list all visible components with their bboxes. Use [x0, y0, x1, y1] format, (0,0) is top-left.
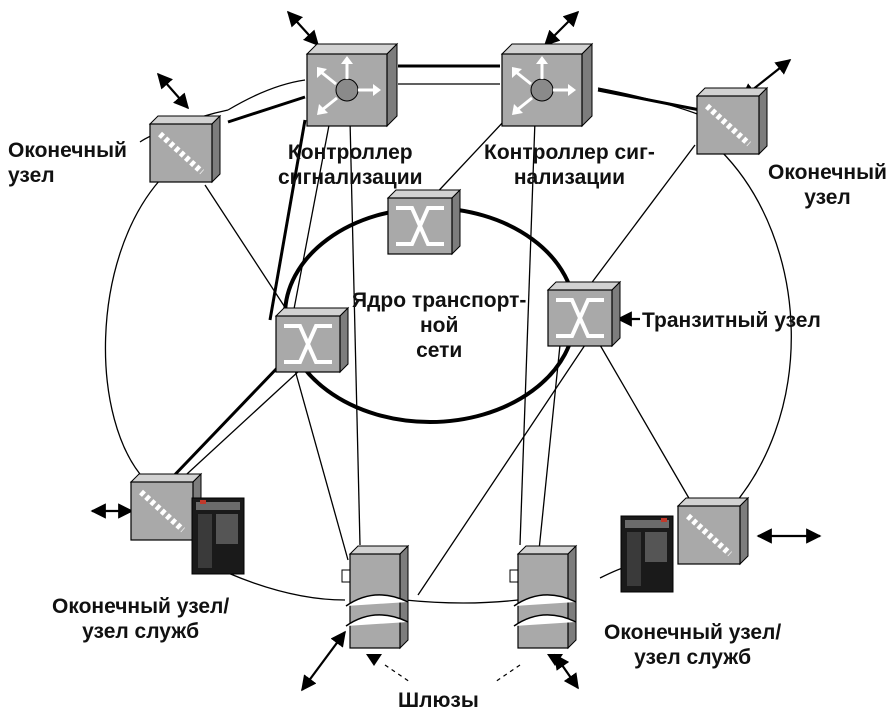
cross-connect-switch-icon — [386, 188, 462, 256]
end-node-icon — [129, 472, 203, 542]
server-rack-icon — [191, 497, 245, 575]
gateway-icon — [341, 544, 410, 650]
cross-connect-switch-icon — [274, 306, 350, 374]
label-line: узел — [8, 164, 55, 187]
label-line: Оконечный узел/ — [604, 621, 782, 644]
label-line: ной — [420, 314, 459, 337]
label-controller-right: Контроллер сиг- нализации — [484, 140, 655, 190]
label-transit-node: Транзитный узел — [642, 309, 821, 332]
server-rack-icon — [620, 515, 674, 593]
thick-links — [163, 119, 307, 487]
label-line: Ядро транспорт- — [352, 289, 527, 312]
label-line: узел — [804, 186, 851, 209]
label-line: Контроллер сиг- — [484, 141, 655, 164]
label-end-node-top-right: Оконечный узел — [768, 160, 887, 210]
label-line: узел служб — [634, 646, 752, 669]
gateway-icon — [509, 544, 578, 650]
label-end-service-right: Оконечный узел/ узел служб — [604, 620, 781, 670]
end-node-icon — [695, 86, 769, 156]
label-line: сети — [416, 339, 463, 362]
label-controller-left: Контроллер сигнализации — [278, 140, 423, 190]
cross-connect-switch-icon — [546, 280, 622, 348]
dashed-links — [384, 664, 521, 683]
router-icon — [305, 42, 399, 128]
arrows — [90, 10, 822, 692]
end-node-icon — [676, 496, 750, 566]
controller-links — [227, 64, 701, 124]
label-line: Контроллер — [287, 141, 413, 164]
label-end-service-left: Оконечный узел/ узел служб — [52, 594, 229, 644]
router-icon — [500, 42, 594, 128]
label-core: Ядро транспорт- ной сети — [352, 288, 526, 363]
label-gateways: Шлюзы — [398, 689, 479, 712]
label-line: узел служб — [82, 620, 200, 643]
label-line: Оконечный — [768, 161, 887, 184]
label-line: нализации — [513, 166, 625, 189]
label-line: Оконечный — [8, 139, 127, 162]
interior-links — [174, 119, 696, 596]
small-arrow-heads — [366, 654, 563, 666]
label-line: сигнализации — [278, 166, 423, 189]
label-line: Оконечный узел/ — [52, 595, 230, 618]
label-end-node-top-left: Оконечный узел — [8, 138, 127, 188]
end-node-icon — [148, 114, 222, 184]
